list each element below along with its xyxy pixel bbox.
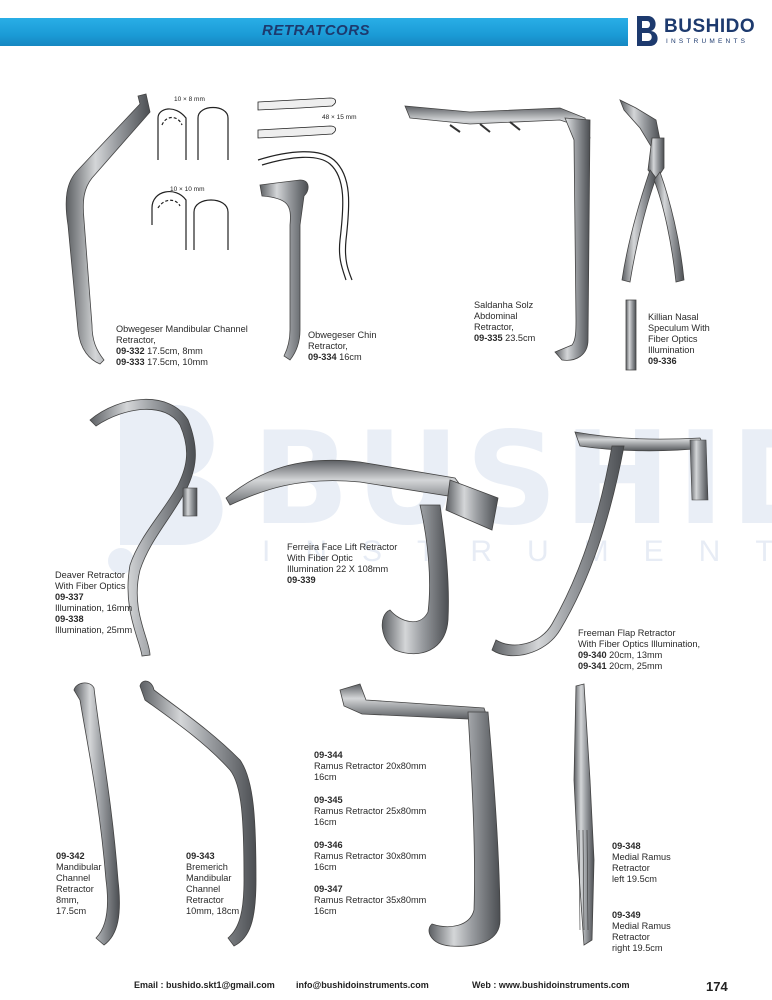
medial-ramus-retractor-image xyxy=(573,683,595,946)
caption-saldanha: Saldanha Solz Abdominal Retractor, 09-33… xyxy=(474,300,536,343)
freeman-flap-retractor-image xyxy=(491,431,709,657)
watermark-logo-icon xyxy=(120,405,223,545)
caption-ramus-30: 09-346 Ramus Retractor 30x80mm 16cm xyxy=(314,840,427,872)
dimension-label: 10 × 8 mm xyxy=(174,96,205,103)
caption-obwegeser-chin: Obwegeser Chin Retractor, 09-334 16cm xyxy=(308,330,377,362)
bushido-logo-icon xyxy=(637,16,658,46)
brand-subtitle: INSTRUMENTS xyxy=(666,38,749,45)
page-title: RETRATCORS xyxy=(262,22,371,39)
caption-killian: Killian Nasal Speculum With Fiber Optics… xyxy=(648,312,710,366)
caption-ferreira: Ferreira Face Lift Retractor With Fiber … xyxy=(287,542,398,585)
caption-freeman: Freeman Flap Retractor With Fiber Optics… xyxy=(578,628,701,671)
footer-email[interactable]: Email : bushido.skt1@gmail.com xyxy=(134,980,275,990)
dimension-label: 10 × 10 mm xyxy=(170,186,205,193)
header-bar xyxy=(0,18,628,46)
caption-medial-ramus-right: 09-349 Medial Ramus Retractor right 19.5… xyxy=(612,910,671,953)
caption-ramus-35: 09-347 Ramus Retractor 35x80mm 16cm xyxy=(314,884,427,916)
caption-ramus-25: 09-345 Ramus Retractor 25x80mm 16cm xyxy=(314,795,427,827)
obwegeser-chin-retractor-image xyxy=(257,97,353,361)
caption-mandibular-channel: 09-342 Mandibular Channel Retractor 8mm,… xyxy=(56,851,102,916)
caption-medial-ramus-left: 09-348 Medial Ramus Retractor left 19.5c… xyxy=(612,841,671,884)
dimension-label: 48 × 15 mm xyxy=(322,114,357,121)
footer-website[interactable]: Web : www.bushidoinstruments.com xyxy=(472,980,630,990)
caption-obwegeser-mandibular: Obwegeser Mandibular Channel Retractor, … xyxy=(116,324,248,367)
brand-name: BUSHIDO xyxy=(664,16,756,37)
caption-bremerich: 09-343 Bremerich Mandibular Channel Retr… xyxy=(186,851,240,916)
footer: Email : bushido.skt1@gmail.com info@bush… xyxy=(0,978,772,1000)
page-number: 174 xyxy=(706,979,728,994)
obwegeser-tip-details xyxy=(151,106,229,250)
caption-ramus-20: 09-344 Ramus Retractor 20x80mm 16cm xyxy=(314,750,427,782)
watermark-word: BUSHIDO xyxy=(252,405,772,554)
brand-logo: BUSHIDO INSTRUMENTS xyxy=(634,14,764,48)
caption-deaver: Deaver Retractor With Fiber Optics 09-33… xyxy=(55,570,133,635)
footer-info-email[interactable]: info@bushidoinstruments.com xyxy=(296,980,429,990)
